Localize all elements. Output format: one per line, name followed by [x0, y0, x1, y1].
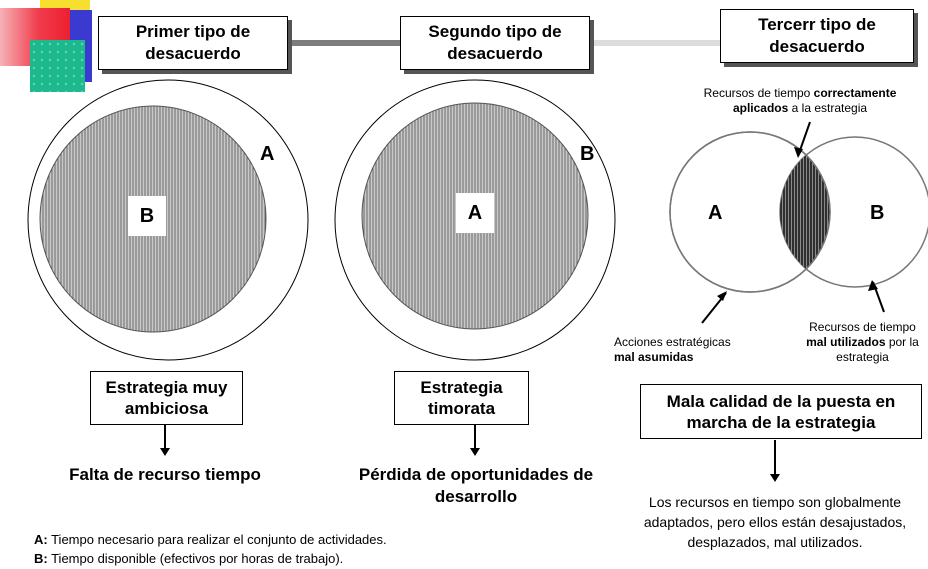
decor-teal-square — [30, 40, 85, 92]
panel1-inner-label: B — [128, 196, 166, 236]
panel2-consequence: Pérdida de oportunidades de desarrollo — [358, 465, 594, 506]
panel2-outer-label: B — [580, 143, 595, 165]
legend: A: Tiempo necesario para realizar el con… — [34, 530, 534, 568]
panel3-right-note: Recursos de tiempo mal utilizados por la… — [806, 320, 919, 364]
panel3-overlap — [780, 137, 830, 287]
panel3-top-note: Recursos de tiempo correctamente aplicad… — [703, 86, 897, 115]
panel2-strategy-box: Estrategia timorata — [394, 371, 529, 425]
panel3-left-note: Acciones estratégicas mal asumidas — [614, 335, 731, 364]
panel3-circle-a-outline — [669, 131, 831, 293]
connector-bar-2 — [590, 40, 720, 46]
panel2-inner-label-text: A — [467, 201, 483, 224]
title-second-text: Segundo tipo de desacuerdo — [428, 22, 562, 63]
title-first-text: Primer tipo de desacuerdo — [135, 22, 251, 63]
title-first-type: Primer tipo de desacuerdo — [98, 16, 288, 70]
panel1-inner-label-text: B — [139, 204, 155, 227]
title-second-type: Segundo tipo de desacuerdo — [400, 16, 590, 70]
legend-b: B: Tiempo disponible (efectivos por hora… — [34, 551, 344, 566]
panel3-left-label: A — [708, 202, 723, 224]
connector-bar-1 — [288, 40, 400, 46]
panel2-inner-label: A — [456, 193, 494, 233]
panel3-consequence: Los recursos en tiempo son globalmente a… — [643, 494, 907, 550]
panel1-consequence: Falta de recurso tiempo — [69, 465, 261, 484]
panel3-strategy-box: Mala calidad de la puesta en marcha de l… — [640, 384, 922, 439]
panel1-strategy-box: Estrategia muy ambiciosa — [90, 371, 243, 425]
panel1-outer-label: A — [260, 143, 275, 165]
legend-a: A: Tiempo necesario para realizar el con… — [34, 532, 387, 547]
panel3-right-label: B — [870, 202, 885, 224]
title-third-type: Tercerr tipo de desacuerdo — [720, 9, 914, 63]
title-third-text: Tercerr tipo de desacuerdo — [758, 15, 876, 56]
